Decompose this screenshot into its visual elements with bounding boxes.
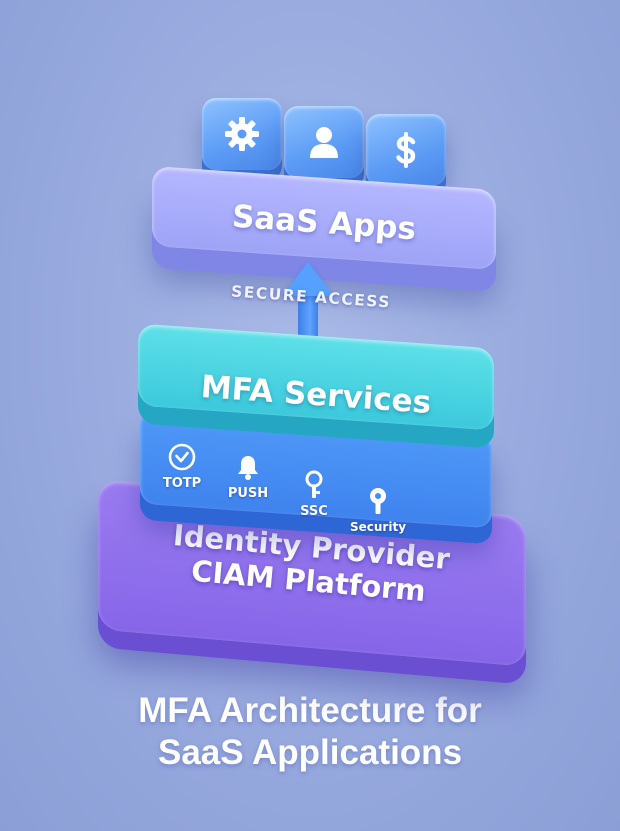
user-icon [310,127,338,158]
bell-icon [238,456,258,480]
method-push: PUSH [212,452,284,501]
dollar-tile [366,114,446,186]
user-tile [284,106,364,178]
method-ssc-label: SSC [300,504,328,519]
dollar-icon [396,132,416,168]
method-ssc: SSC [278,470,350,519]
gear-icon [225,117,259,151]
security-key-icon [370,488,386,514]
diagram-caption: MFA Architecture for SaaS Applications [0,690,620,774]
caption-line1: MFA Architecture for [138,691,482,730]
key-icon [305,470,323,498]
method-security: Security [342,486,414,535]
method-security-label: Security [349,520,407,534]
caption-line2: SaaS Applications [157,733,463,772]
arrow-up-icon [282,262,334,296]
method-push-label: PUSH [227,486,269,501]
method-totp-label: TOTP [162,476,202,491]
clock-check-icon [168,443,196,471]
method-totp: TOTP [146,442,218,491]
gear-tile [202,98,282,170]
